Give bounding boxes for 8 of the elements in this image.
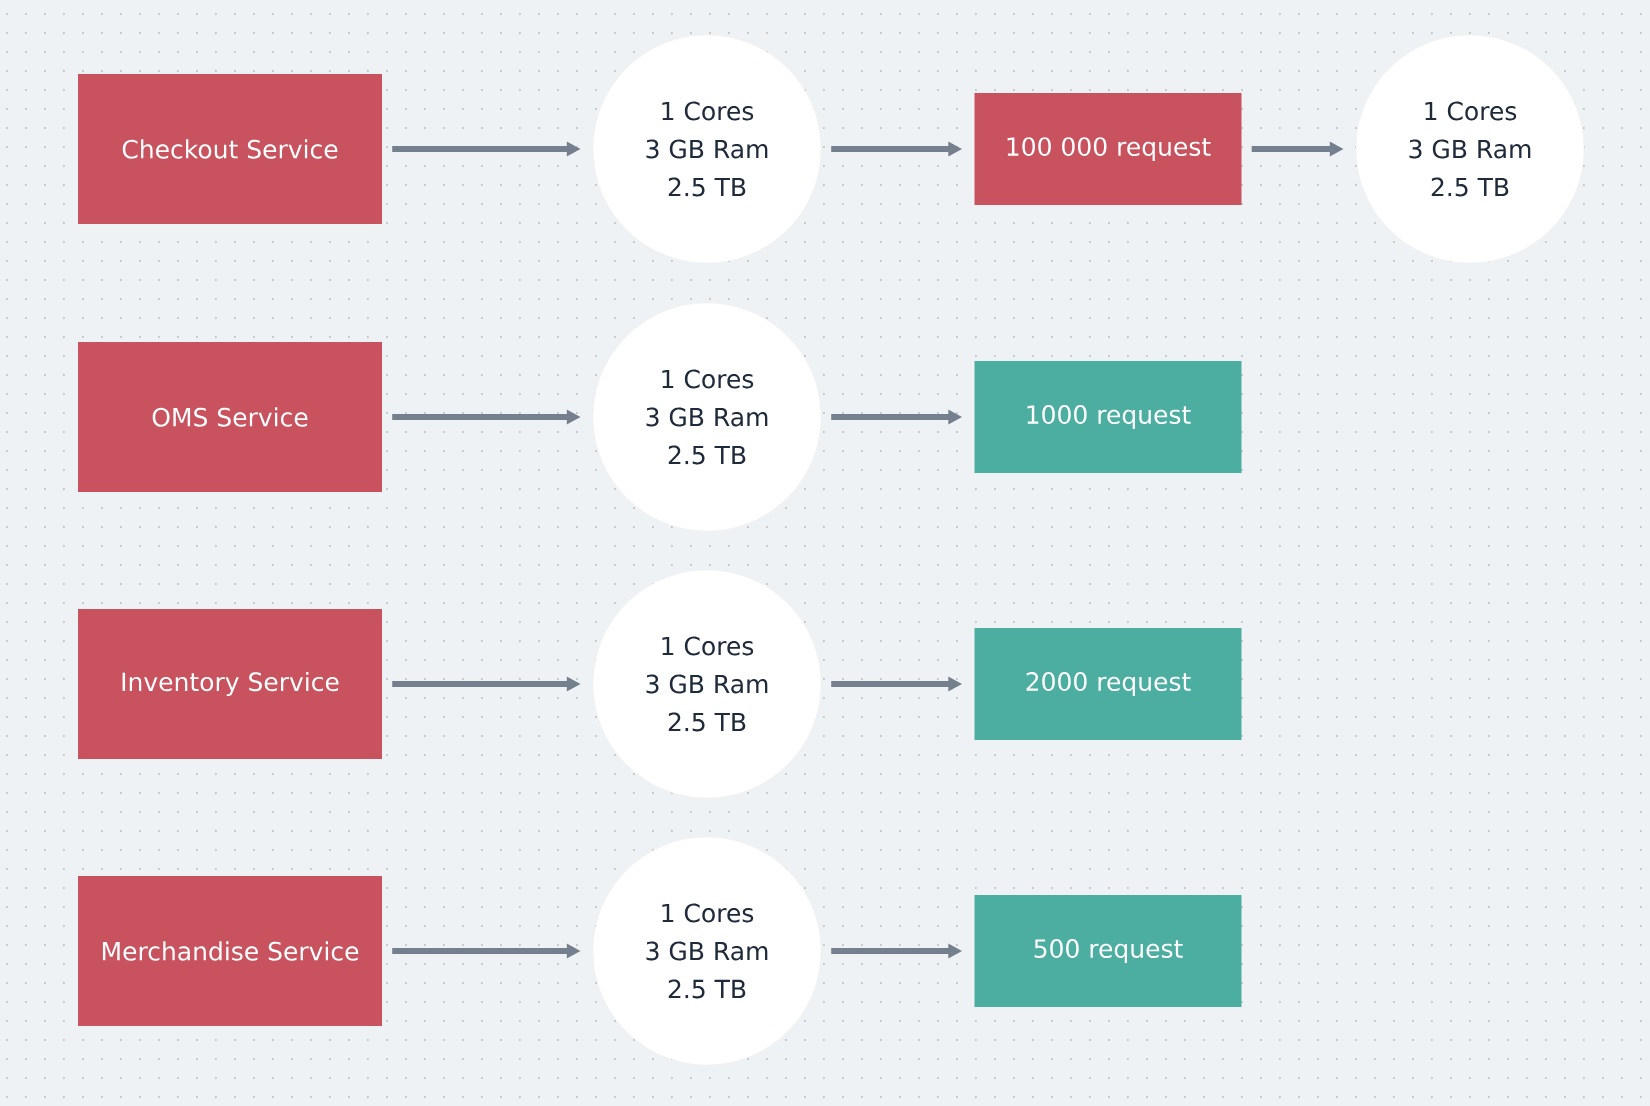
request-box: 500 request — [974, 895, 1242, 1007]
service-box: Inventory Service — [78, 609, 382, 759]
request-box: 1000 request — [974, 361, 1242, 473]
request-box: 2000 request — [974, 628, 1242, 740]
service-box: OMS Service — [78, 342, 382, 492]
service-box: Merchandise Service — [78, 876, 382, 1026]
service-box: Checkout Service — [78, 74, 382, 224]
request-box: 100 000 request — [974, 93, 1242, 205]
